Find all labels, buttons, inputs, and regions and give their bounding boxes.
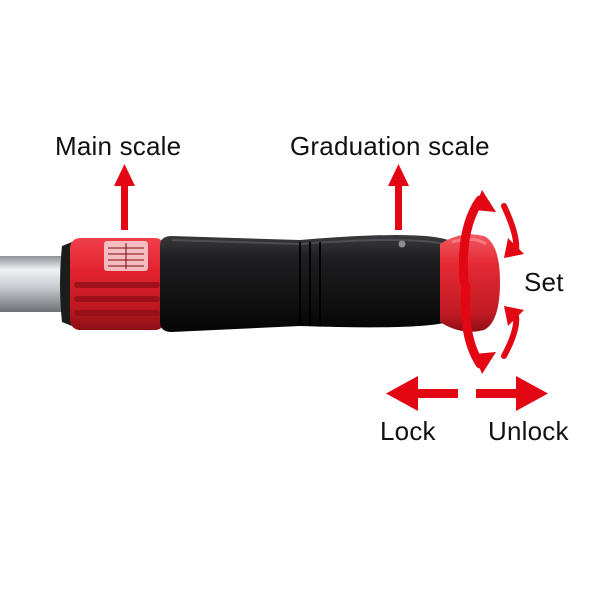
metal-shaft	[0, 256, 70, 312]
main-scale-markings	[104, 241, 148, 271]
black-grip	[160, 235, 448, 332]
main-scale-label: Main scale	[55, 131, 182, 161]
unlock-label: Unlock	[488, 416, 569, 446]
grip-rings	[299, 242, 321, 326]
rotate-arrowheads	[474, 190, 524, 374]
graduation-scale-arrow-icon	[388, 164, 409, 230]
graduation-scale-label: Graduation scale	[290, 131, 490, 161]
set-label: Set	[524, 267, 564, 297]
main-scale-collar	[60, 238, 165, 330]
lock-arrow-icon	[386, 376, 458, 411]
collar-grooves	[74, 282, 160, 316]
graduation-scale-marker	[398, 240, 406, 248]
unlock-arrow-icon	[476, 376, 548, 411]
lock-label: Lock	[380, 416, 436, 446]
adjustment-cap	[440, 234, 500, 332]
main-scale-arrow-icon	[114, 164, 135, 230]
